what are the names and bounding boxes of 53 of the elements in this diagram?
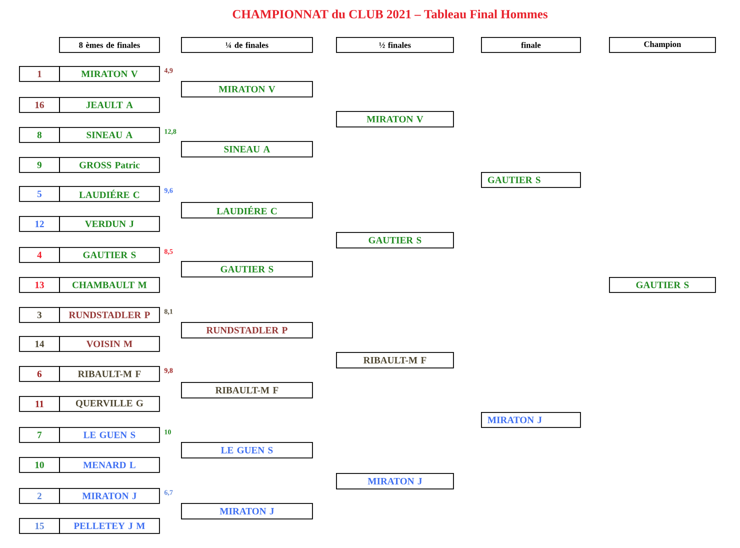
seed-cell: 4	[19, 247, 60, 263]
player-box: RIBAULT-M F	[181, 382, 313, 398]
seed-cell: 14	[19, 336, 60, 352]
column-header: Champion	[609, 37, 716, 53]
player-box: MIRATON J	[481, 412, 581, 428]
player-box: GAUTIER S	[336, 232, 454, 248]
player-cell: RIBAULT-M F	[59, 366, 160, 382]
seed-cell: 8	[19, 127, 60, 143]
player-box: RIBAULT-M F	[336, 352, 454, 368]
player-cell: MENARD L	[59, 457, 160, 473]
player-box: GAUTIER S	[481, 172, 581, 188]
player-cell: SINEAU A	[59, 127, 160, 143]
player-box: LAUDIÉRE C	[181, 202, 313, 218]
column-header: ½ finales	[336, 37, 454, 53]
player-cell: LAUDIÉRE C	[59, 186, 160, 202]
player-cell: JEAULT A	[59, 97, 160, 113]
player-cell: PELLETEY J M	[59, 518, 160, 534]
seed-cell: 2	[19, 488, 60, 504]
player-cell: MIRATON V	[59, 66, 160, 82]
player-cell: MIRATON J	[59, 488, 160, 504]
player-box: MIRATON J	[336, 473, 454, 490]
player-cell: LE GUEN S	[59, 427, 160, 443]
title: CHAMPIONNAT du CLUB 2021 – Tableau Final Hommes	[232, 10, 548, 18]
seed-cell: 9	[19, 157, 60, 173]
seed-cell: 15	[19, 518, 60, 534]
seed-cell: 16	[19, 97, 60, 113]
player-box: MIRATON J	[181, 503, 313, 520]
player-cell: RUNDSTADLER P	[59, 307, 160, 323]
column-header: ¼ de finales	[181, 37, 313, 53]
player-cell: GROSS Patric	[59, 157, 160, 173]
player-cell: GAUTIER S	[59, 247, 160, 263]
column-header: 8 èmes de finales	[59, 37, 160, 53]
player-box: RUNDSTADLER P	[181, 322, 313, 338]
player-box: GAUTIER S	[181, 261, 313, 278]
player-cell: CHAMBAULT M	[59, 277, 160, 293]
player-box: MIRATON V	[181, 81, 313, 98]
player-cell: VOISIN M	[59, 336, 160, 352]
seed-cell: 7	[19, 427, 60, 443]
player-cell: QUERVILLE G	[59, 396, 160, 412]
player-box: LE GUEN S	[181, 442, 313, 458]
column-header: finale	[481, 37, 581, 53]
player-cell: VERDUN J	[59, 216, 160, 232]
player-box: MIRATON V	[336, 111, 454, 128]
player-box: SINEAU A	[181, 141, 313, 158]
seed-cell: 10	[19, 457, 60, 473]
seed-cell: 5	[19, 186, 60, 202]
seed-cell: 11	[19, 396, 60, 412]
seed-cell: 13	[19, 277, 60, 293]
champion-box: GAUTIER S	[609, 277, 716, 293]
seed-cell: 12	[19, 216, 60, 232]
seed-cell: 1	[19, 66, 60, 82]
seed-cell: 3	[19, 307, 60, 323]
seed-cell: 6	[19, 366, 60, 382]
